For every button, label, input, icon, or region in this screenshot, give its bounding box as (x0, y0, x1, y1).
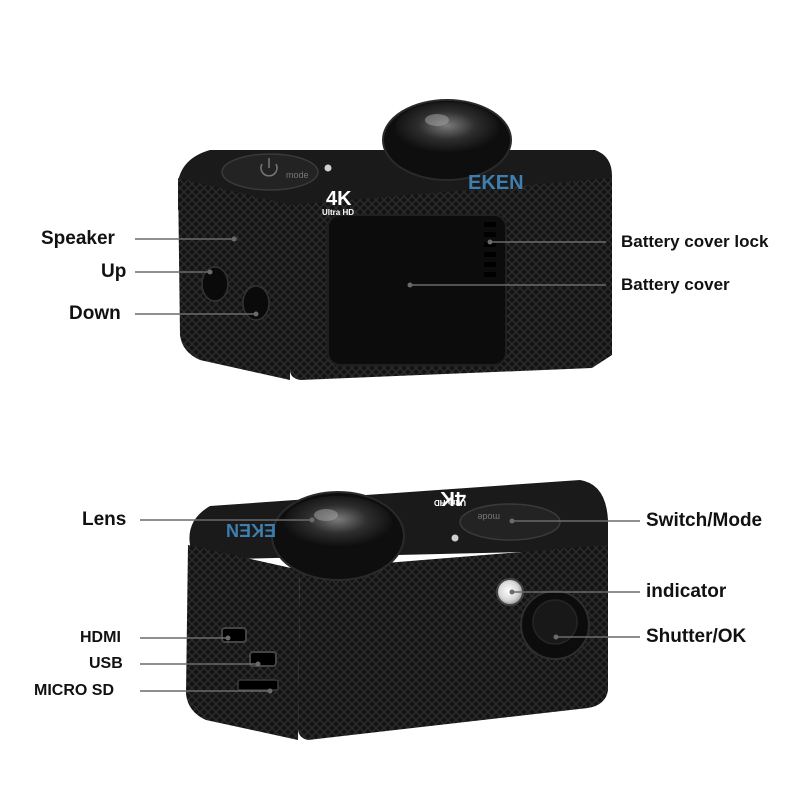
label-usb: USB (89, 655, 123, 672)
power-icon (260, 163, 278, 177)
micro-sd-slot (237, 679, 279, 691)
label-micro-sd: MICRO SD (34, 682, 114, 699)
bottom-indicator-dot (451, 534, 459, 542)
mode-button-text: mode (286, 170, 309, 180)
label-hdmi: HDMI (80, 629, 121, 646)
camera-top-left-face (178, 178, 290, 380)
label-battery-cover-lock: Battery cover lock (621, 232, 769, 251)
lens-top-glass (395, 102, 499, 154)
label-down: Down (69, 303, 121, 324)
leader-lines (135, 238, 640, 692)
badge-ultra-hd-bottom: Ultra HD (434, 498, 466, 507)
badge-ultra-hd-top: Ultra HD (322, 208, 354, 217)
label-indicator: indicator (646, 581, 727, 602)
label-shutter-ok: Shutter/OK (646, 626, 747, 647)
power-mode-button (221, 153, 319, 191)
label-speaker: Speaker (41, 228, 115, 249)
battery-cover (327, 214, 507, 366)
badge-4k-top: 4K (326, 188, 352, 210)
top-indicator-dot (324, 164, 332, 172)
down-button (242, 285, 270, 321)
camera-bottom-front-face (298, 545, 608, 740)
lens-bottom-glass (284, 496, 392, 548)
brand-top: EKEN (468, 172, 524, 194)
label-lens: Lens (82, 509, 127, 530)
hdmi-port (221, 627, 247, 643)
mode-button-text-bottom: mode (477, 512, 500, 522)
label-switch-mode: Switch/Mode (646, 510, 763, 531)
brand-bottom: EKEN (226, 520, 276, 540)
camera-bottom: EKEN 4K Ultra HD mode (186, 480, 608, 740)
up-button (201, 266, 229, 302)
badge-4k-bottom: 4K (440, 487, 466, 509)
label-up: Up (101, 261, 127, 282)
label-battery-cover: Battery cover (621, 275, 730, 294)
leader-endpoints (207, 236, 559, 694)
camera-top: mode 4K Ultra HD EKEN (178, 99, 612, 380)
